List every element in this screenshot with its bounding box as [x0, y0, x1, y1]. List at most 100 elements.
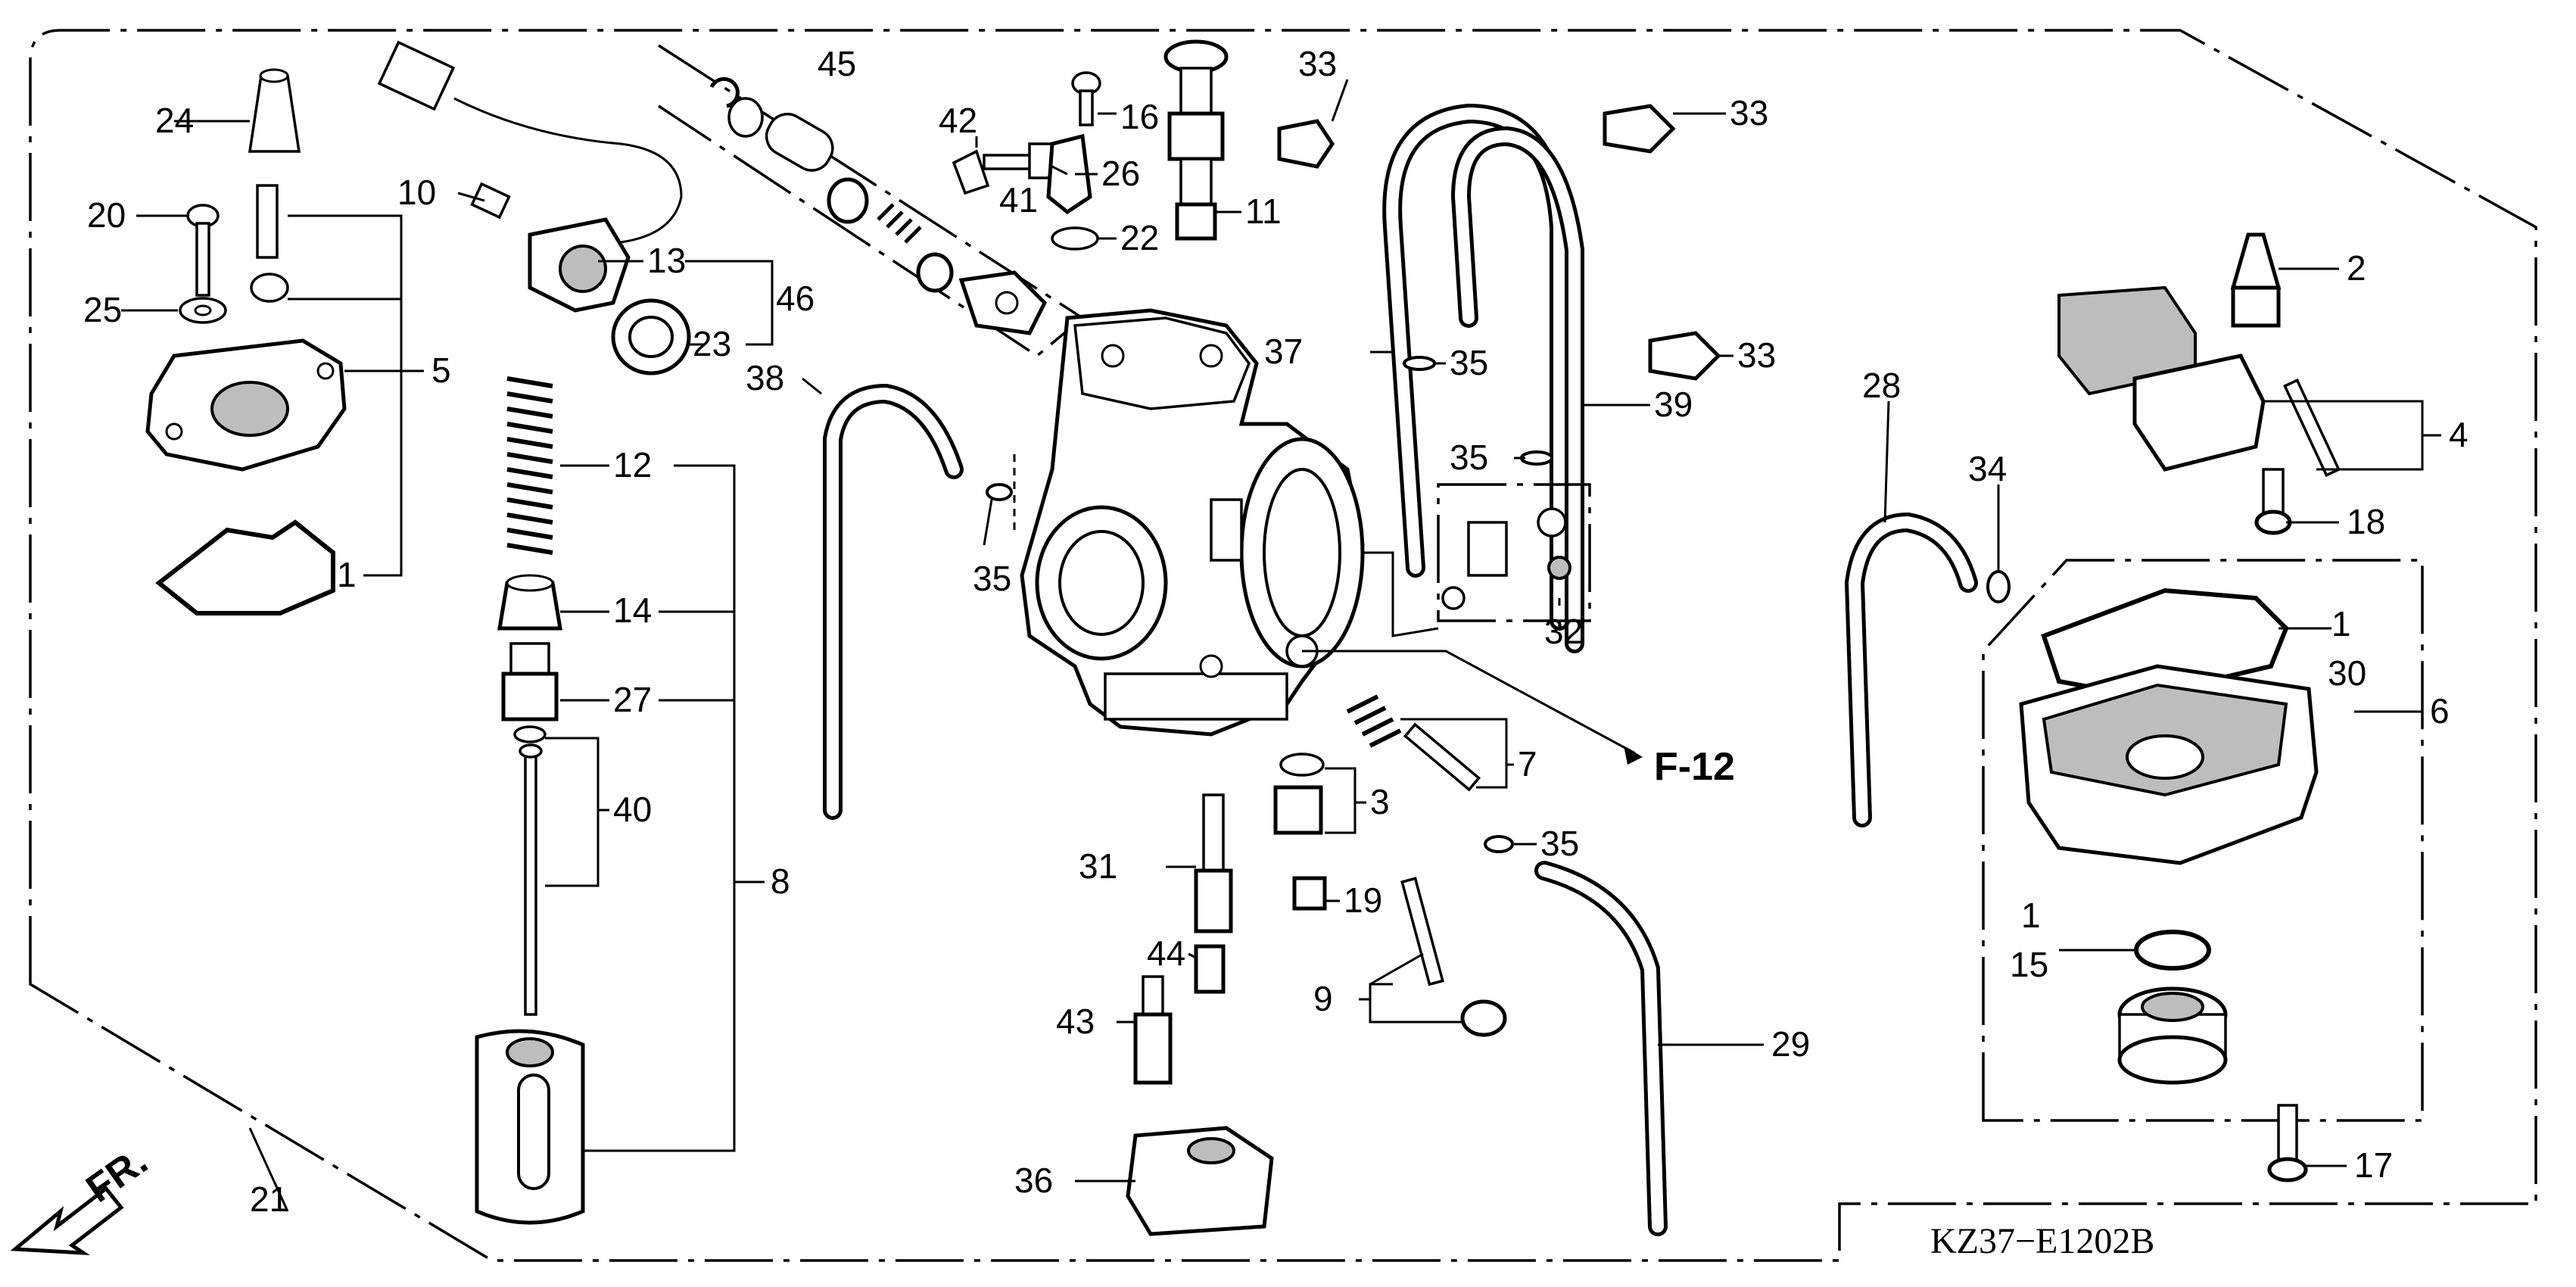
label-1-bowl: 1	[2331, 604, 2351, 644]
leader-lines-hoses	[1302, 79, 1733, 765]
seal-23	[611, 298, 691, 376]
label-5: 5	[431, 351, 451, 390]
drawing-code: KZ37−E1202B	[1930, 1221, 2154, 1261]
shaft-kit-frame	[658, 44, 1085, 358]
label-15: 15	[2010, 945, 2048, 984]
label-35-d: 35	[1540, 824, 1579, 863]
oring-15	[2134, 930, 2211, 971]
label-40: 40	[613, 790, 652, 829]
hose-29	[1534, 861, 1668, 1236]
label-33-c: 33	[1737, 335, 1776, 375]
label-17: 17	[2354, 1145, 2393, 1185]
leader-lines-38	[802, 377, 1016, 546]
kit-32-frame	[1437, 483, 1591, 622]
label-28: 28	[1862, 366, 1901, 405]
label-18: 18	[2347, 502, 2385, 541]
label-20: 20	[87, 195, 126, 235]
label-ref-f12: F-12	[1654, 745, 1735, 789]
assembly-frame	[29, 29, 2537, 1262]
label-26: 26	[1101, 154, 1140, 193]
label-4: 4	[2449, 415, 2469, 454]
needle-40	[519, 743, 543, 1016]
label-46: 46	[776, 279, 815, 318]
label-32: 32	[1544, 612, 1583, 651]
screw-17	[2267, 1104, 2308, 1183]
label-2: 2	[2347, 248, 2366, 288]
label-24: 24	[155, 101, 194, 140]
washer-3	[1279, 753, 1325, 777]
carburetor-body	[1020, 308, 1365, 737]
label-23: 23	[693, 324, 731, 363]
hose-39	[1450, 126, 1584, 653]
jet-3	[1273, 785, 1323, 835]
holder-36	[1126, 1126, 1274, 1236]
label-9: 9	[1313, 979, 1333, 1018]
holder-27	[501, 642, 559, 743]
screw-20	[186, 204, 220, 297]
bolt-upper	[250, 184, 289, 303]
label-38: 38	[746, 358, 784, 397]
hose-28	[1844, 512, 1978, 827]
clip-35-right	[1484, 835, 1514, 853]
label-3: 3	[1370, 782, 1390, 821]
screw-18	[2254, 468, 2292, 535]
label-35-a: 35	[1450, 343, 1488, 382]
adjuster-11	[1163, 39, 1229, 241]
label-31: 31	[1079, 846, 1117, 886]
label-34: 34	[1968, 449, 2007, 488]
needle-valve-2	[2230, 232, 2282, 328]
bolt-41	[983, 142, 1054, 179]
top-cover-5	[145, 338, 347, 472]
label-7: 7	[1518, 744, 1537, 784]
label-10: 10	[397, 173, 436, 212]
label-42: 42	[939, 101, 977, 140]
label-39: 39	[1654, 385, 1693, 424]
label-41: 41	[999, 180, 1038, 220]
label-6: 6	[2430, 691, 2450, 731]
leader-lines-bowl	[2059, 627, 2422, 1167]
shaft-kit-parts	[709, 76, 1048, 335]
clip-34	[1986, 570, 2011, 603]
screw-7	[1403, 722, 1481, 792]
label-22: 22	[1120, 218, 1159, 257]
label-30: 30	[2328, 653, 2366, 693]
throttle-sensor-13	[528, 217, 631, 313]
bolt-16	[1071, 71, 1101, 126]
float-4	[2057, 285, 2341, 478]
leader-lines-top-center	[975, 112, 1241, 240]
front-arrow-icon	[10, 1186, 124, 1256]
bowl-gasket-30	[2041, 587, 2289, 700]
jet-44	[1194, 944, 1226, 994]
plate-42	[952, 149, 990, 195]
clips-33	[1277, 104, 1721, 381]
leader-lines-left	[121, 120, 424, 577]
float-bowl	[2019, 664, 2319, 865]
spacer-25	[179, 297, 227, 324]
leader-lines-center-lower	[1075, 718, 1537, 1183]
label-44: 44	[1147, 933, 1185, 973]
leader-lines-sensor	[457, 192, 774, 346]
label-14: 14	[613, 591, 652, 630]
screw-10	[470, 182, 511, 220]
leader-lines-right-top	[1883, 267, 2441, 572]
connector-plug	[377, 40, 683, 244]
label-25: 25	[83, 290, 122, 329]
label-37: 37	[1264, 332, 1303, 371]
label-12: 12	[613, 445, 652, 485]
hose-38	[823, 383, 964, 820]
label-45: 45	[818, 44, 856, 83]
label-21: 21	[250, 1179, 288, 1219]
retainer-14	[497, 574, 562, 631]
label-35-b: 35	[1450, 438, 1488, 477]
label-29: 29	[1771, 1024, 1810, 1064]
label-1-top: 1	[337, 555, 357, 594]
throttle-valve-slide	[475, 1029, 585, 1225]
drain-plug	[2117, 986, 2228, 1085]
spring-12	[506, 376, 553, 555]
label-16: 16	[1120, 97, 1159, 136]
label-13: 13	[647, 241, 686, 280]
screw-9	[1400, 877, 1507, 1037]
label-33-a: 33	[1298, 44, 1337, 83]
jet-43	[1133, 975, 1173, 1085]
jet-19	[1292, 876, 1327, 911]
